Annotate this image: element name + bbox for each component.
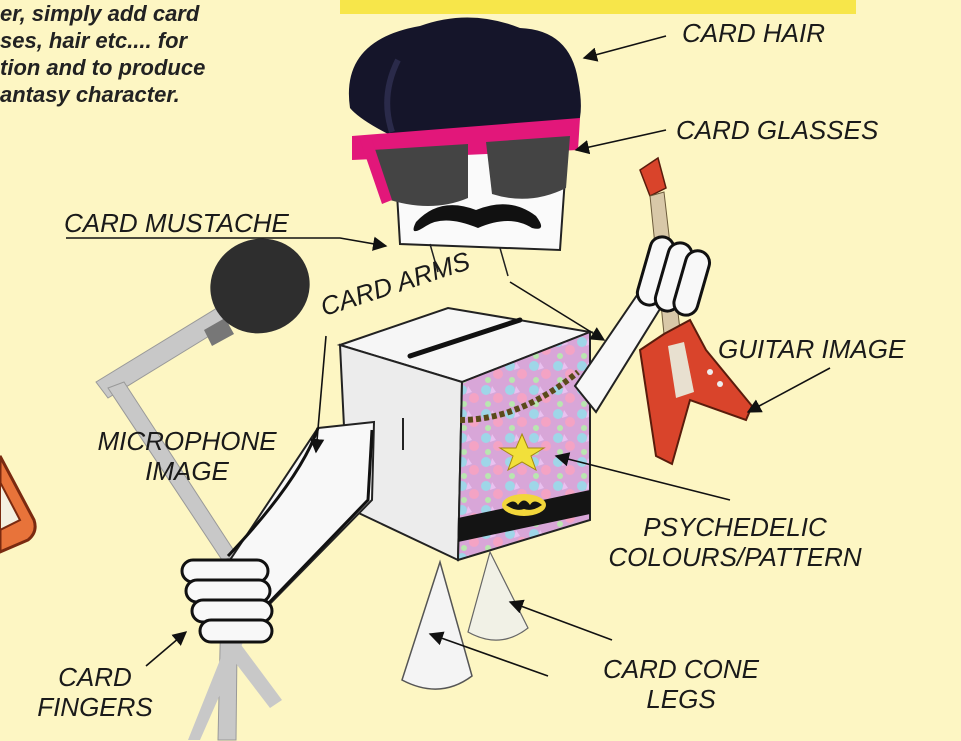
label-card-fingers: CARD FINGERS xyxy=(10,662,180,722)
intro-line-4: antasy character. xyxy=(0,81,300,108)
arrow-glasses xyxy=(576,130,666,150)
label-card-mustache: CARD MUSTACHE xyxy=(64,208,289,238)
label-card-cone-legs: CARD CONE LEGS xyxy=(566,654,796,714)
card-cone-legs xyxy=(402,552,528,689)
arrow-legs-1 xyxy=(510,602,612,640)
label-microphone-line2: IMAGE xyxy=(76,456,298,486)
card-head xyxy=(349,17,581,276)
label-psychedelic-pattern: PSYCHEDELIC COLOURS/PATTERN xyxy=(580,512,890,572)
label-fingers-line1: CARD xyxy=(10,662,180,692)
title-banner xyxy=(340,0,856,14)
box-body xyxy=(340,308,590,560)
label-card-glasses: CARD GLASSES xyxy=(676,115,878,145)
label-pattern-line1: PSYCHEDELIC xyxy=(580,512,890,542)
intro-text: er, simply add card ses, hair etc.... fo… xyxy=(0,0,300,108)
intro-line-3: tion and to produce xyxy=(0,54,300,81)
label-fingers-line2: FINGERS xyxy=(10,692,180,722)
intro-line-2: ses, hair etc.... for xyxy=(0,27,300,54)
intro-line-1: er, simply add card xyxy=(0,0,300,27)
arrow-hair xyxy=(584,36,666,58)
label-microphone-image: MICROPHONE IMAGE xyxy=(76,426,298,486)
label-legs-line2: LEGS xyxy=(566,684,796,714)
label-guitar-image: GUITAR IMAGE xyxy=(718,334,905,364)
arrow-fingers xyxy=(146,632,186,666)
label-microphone-line1: MICROPHONE xyxy=(76,426,298,456)
arrow-mustache xyxy=(66,238,386,246)
arrow-guitar xyxy=(748,368,830,412)
label-card-hair: CARD HAIR xyxy=(682,18,825,48)
label-pattern-line2: COLOURS/PATTERN xyxy=(580,542,890,572)
label-legs-line1: CARD CONE xyxy=(566,654,796,684)
